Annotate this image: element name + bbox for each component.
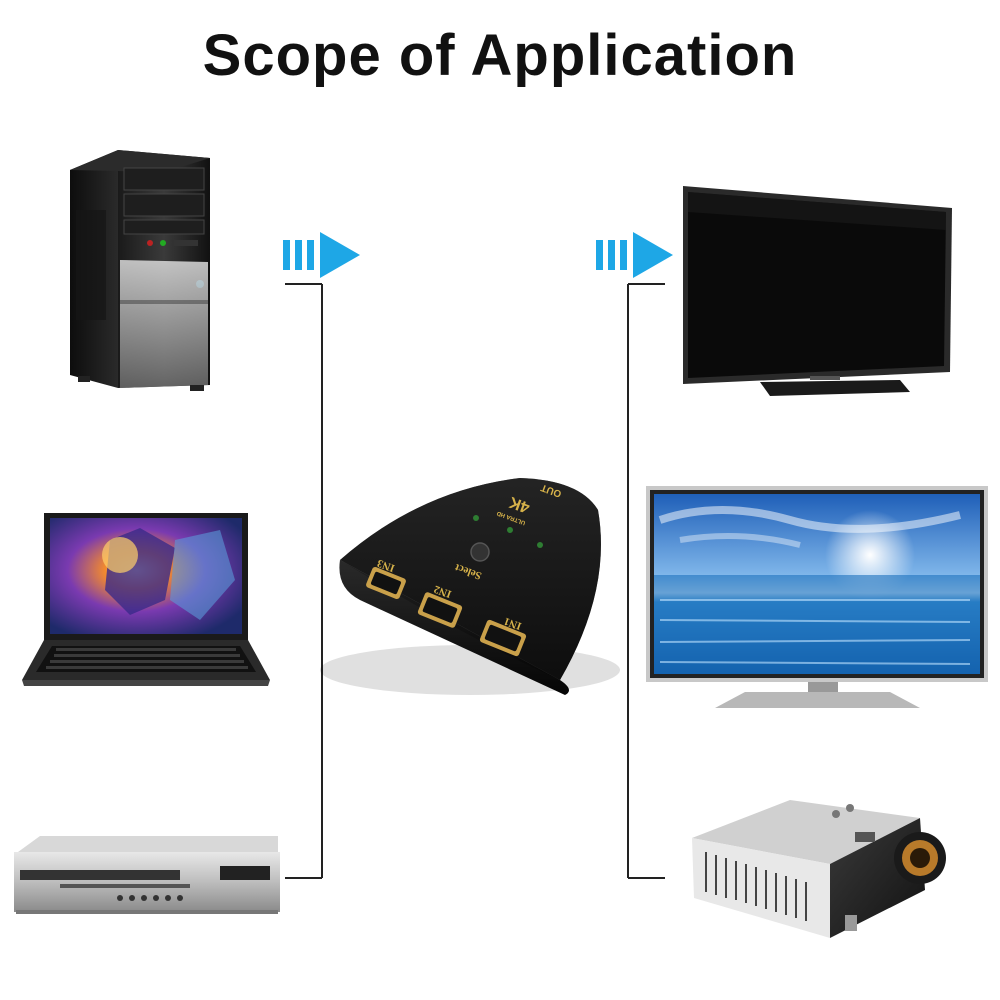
- switch-4k-label: 4K: [507, 493, 532, 516]
- page-title: Scope of Application: [202, 23, 798, 88]
- dvd-player-image: [14, 836, 280, 914]
- projector-image: [692, 800, 946, 938]
- input-bracket-lines: [285, 283, 323, 879]
- left-arrow-icon: [283, 232, 360, 278]
- right-arrow-icon: [596, 232, 673, 278]
- switch-in3-label: IN3: [375, 557, 396, 575]
- laptop-image: [22, 513, 270, 686]
- switch-in1-label: IN1: [502, 615, 523, 632]
- tv-ocean-screen-image: [646, 486, 988, 708]
- tv-black-screen-image: [683, 186, 952, 396]
- hdmi-switch-image: [320, 478, 620, 695]
- switch-in2-label: IN2: [432, 582, 453, 600]
- output-bracket-lines: [627, 283, 665, 879]
- desktop-computer-image: [70, 150, 210, 391]
